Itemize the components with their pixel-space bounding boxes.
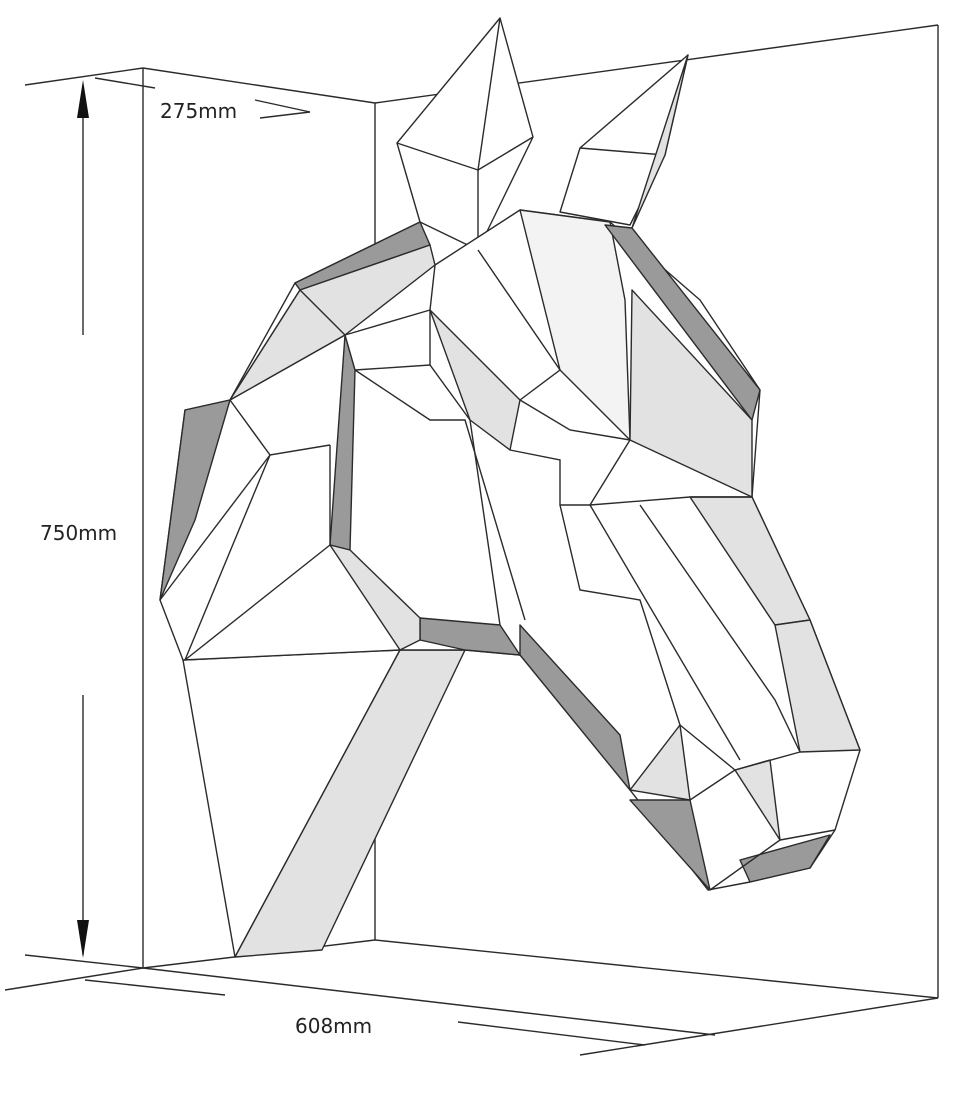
height-dimension: 750mm (40, 80, 117, 958)
bounding-box (4, 24, 939, 1056)
depth-label: 275mm (160, 99, 237, 123)
horse-head (159, 209, 861, 891)
horse-neck (182, 649, 466, 958)
height-label: 750mm (40, 521, 117, 545)
horse-ears (396, 17, 689, 251)
depth-dimension: 275mm (94, 77, 311, 123)
arrow-down-icon (77, 920, 89, 958)
width-label: 608mm (295, 1014, 372, 1038)
width-dimension: 608mm (84, 979, 646, 1046)
arrow-up-icon (77, 80, 89, 118)
